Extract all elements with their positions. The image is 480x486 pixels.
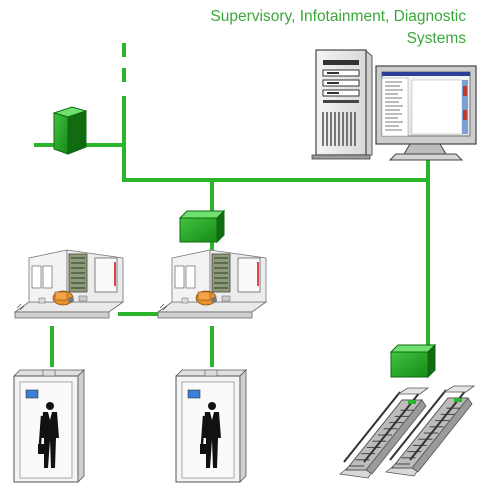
passenger-figure bbox=[200, 402, 221, 468]
elevator-machine-room-icon[interactable] bbox=[156, 249, 268, 319]
escalator-controller-box[interactable] bbox=[389, 343, 437, 379]
machine-room-controller-box[interactable] bbox=[178, 209, 226, 244]
server-tower-icon[interactable] bbox=[311, 49, 373, 160]
elevator-machine-room-icon[interactable] bbox=[13, 249, 125, 319]
network-bus bbox=[34, 43, 430, 367]
passenger-figure bbox=[38, 402, 59, 468]
elevator-car-icon[interactable] bbox=[13, 369, 85, 483]
left-network-box[interactable] bbox=[52, 106, 88, 155]
elevator-car-icon[interactable] bbox=[175, 369, 247, 483]
diagram-title-line-2: Systems bbox=[406, 30, 466, 47]
monitor-icon[interactable] bbox=[375, 65, 477, 161]
escalator-icon[interactable] bbox=[339, 387, 430, 479]
diagram-title-line-1: Supervisory, Infotainment, Diagnostic bbox=[210, 8, 466, 25]
escalator-icon[interactable] bbox=[385, 385, 476, 477]
